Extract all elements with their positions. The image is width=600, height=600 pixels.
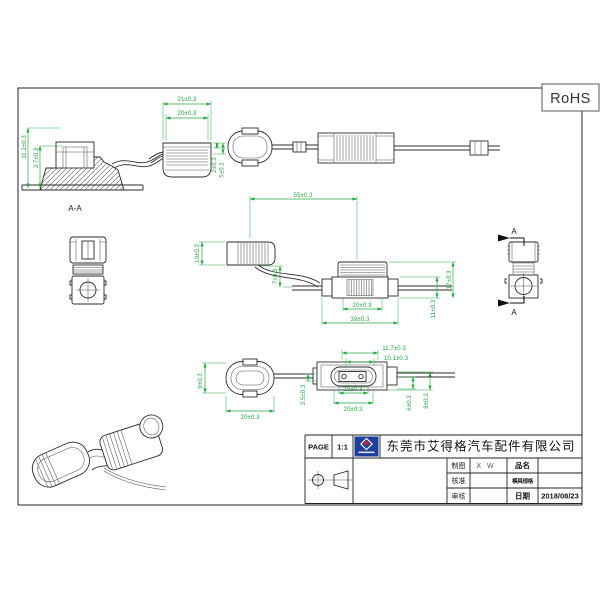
row-label-check: 审核 <box>452 492 466 501</box>
section-arrow-bottom-icon <box>498 299 510 307</box>
dim-section-height: 11.2±0.3 <box>21 135 28 159</box>
dim-cap-inner-width: 20±0.3 <box>178 110 197 117</box>
dim-cap-step1: 2±0.3 <box>211 157 218 173</box>
projection-symbol-icon <box>308 470 352 490</box>
front-view <box>69 236 107 305</box>
dim-fuse-width: 15±0.3 <box>344 386 363 393</box>
dim-oval-height: 9±0.3 <box>197 373 204 389</box>
part-name-label: 品名 <box>515 460 530 470</box>
dim-opening-width: 20±0.3 <box>344 406 363 413</box>
section-label: A-A <box>68 204 82 213</box>
dim-body-total-width: 39±0.3 <box>351 316 370 323</box>
page-label: PAGE <box>308 443 329 452</box>
dim-slot-width-outer: 11.7±0.3 <box>382 345 406 352</box>
title-block: PAGE 1:1 东莞市艾得格汽车配件有限公司 制图 核准 审核 X W 品名 … <box>304 434 582 504</box>
dim-slot-width-inner: 10.1±0.3 <box>384 355 409 362</box>
dim-wall-offset: 3.5±0.3 <box>300 384 307 405</box>
row-label-approve: 核准 <box>452 476 466 485</box>
dim-body-total-height: 17±0.3 <box>446 270 453 289</box>
company-logo-icon <box>354 436 379 457</box>
section-arrow-top-icon <box>498 234 510 242</box>
exploded-view: 55±0.3 10±0.3 7±0.3 20±0.3 39±0.3 11±0.3… <box>194 192 456 325</box>
date-value: 2018/08/23 <box>541 492 579 501</box>
row-label-draw: 制图 <box>452 461 466 470</box>
dim-cap-outer-width: 21±0.3 <box>178 96 197 103</box>
wire-curve <box>111 152 171 169</box>
isometric-view <box>31 414 167 491</box>
dim-body-width: 20±0.3 <box>353 302 372 309</box>
section-arrow-label-bottom: A <box>511 308 517 317</box>
dim-overall-length: 55±0.3 <box>294 192 313 199</box>
section-direction-view: A A <box>498 227 543 317</box>
dim-body-height: 11±0.3 <box>430 299 437 318</box>
rohs-box <box>541 83 600 112</box>
dim-section-inner-height: 3.7±0.3 <box>33 147 40 168</box>
dim-cap-height: 10±0.3 <box>194 244 201 263</box>
drawn-by-value: X W <box>476 463 495 470</box>
dim-end-height: 8±0.3 <box>423 393 430 409</box>
date-label: 日期 <box>515 491 530 501</box>
mold-spec-label: 模具规格 <box>512 477 534 485</box>
section-arrow-label-top: A <box>511 227 517 236</box>
assembly-side-view <box>227 127 500 167</box>
wire-curve <box>254 264 321 288</box>
cap-side-view: 21±0.3 20±0.3 2±0.3 5±0.1 <box>148 96 226 178</box>
holder-top-view: 11.7±0.3 10.1±0.3 15±0.3 20±0.3 3.5±0.3 … <box>300 345 455 413</box>
section-view-a-a: A-A 11.2±0.3 3.7±0.3 <box>21 127 171 213</box>
dim-wire-gap: 7±0.3 <box>272 268 279 284</box>
dim-oval-width: 20±0.3 <box>241 414 260 421</box>
scale-value: 1:1 <box>337 443 348 452</box>
company-name: 东莞市艾得格汽车配件有限公司 <box>386 439 575 454</box>
cap-top-view: 9±0.3 20±0.3 <box>197 358 313 421</box>
dim-wire-offset: 6±0.3 <box>406 395 413 411</box>
rohs-badge: RoHS <box>541 83 600 112</box>
rohs-label: RoHS <box>550 91 591 107</box>
drawing-border <box>17 87 583 506</box>
dim-cap-step2: 5±0.1 <box>219 162 226 178</box>
